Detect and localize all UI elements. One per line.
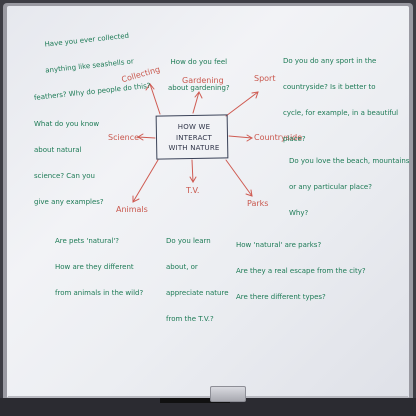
question-collecting-line-2: anything like seashells or bbox=[44, 57, 135, 75]
topic-animals: Animals bbox=[116, 205, 148, 214]
whiteboard-eraser bbox=[210, 386, 246, 402]
question-science-line-3: science? Can you bbox=[34, 172, 95, 180]
topic-gardening: Gardening bbox=[182, 76, 224, 85]
question-science-line-4: give any examples? bbox=[34, 198, 104, 207]
question-countryside-line-2: or any particular place? bbox=[289, 182, 372, 191]
question-parks-line-3: Are there different types? bbox=[236, 293, 326, 301]
questions-tv: Do you learn about, or appreciate nature… bbox=[166, 219, 229, 342]
central-topic: HOW WE INTERACT WITH NATURE bbox=[160, 122, 228, 154]
question-tv-line-3: appreciate nature bbox=[166, 289, 229, 297]
question-sport-line-4: place? bbox=[283, 135, 306, 144]
question-collecting-line-1: Have you ever collected bbox=[44, 31, 130, 49]
central-topic-line-1: HOW WE INTERACT bbox=[175, 123, 212, 142]
questions-parks: How 'natural' are parks? Are they a real… bbox=[236, 223, 366, 319]
marker-on-tray bbox=[160, 398, 230, 403]
questions-countryside: Do you love the beach, mountains or any … bbox=[289, 139, 409, 235]
question-countryside-line-1: Do you love the beach, mountains bbox=[289, 156, 410, 165]
questions-science: What do you know about natural science? … bbox=[34, 102, 104, 225]
question-science-line-2: about natural bbox=[34, 145, 82, 154]
question-gardening-line-2: about gardening? bbox=[168, 83, 230, 92]
topic-tv: T.V. bbox=[186, 186, 200, 195]
question-tv-line-1: Do you learn bbox=[166, 236, 211, 245]
question-collecting-line-3: feathers? Why do people do this? bbox=[33, 81, 151, 102]
question-countryside-line-3: Why? bbox=[289, 209, 309, 217]
questions-sport: Do you do any sport in the countryside? … bbox=[283, 39, 398, 162]
whiteboard-tray bbox=[0, 398, 416, 416]
question-sport-line-1: Do you do any sport in the bbox=[283, 56, 377, 65]
questions-animals: Are pets 'natural'? How are they differe… bbox=[55, 219, 143, 315]
topic-science: Science bbox=[108, 133, 140, 142]
question-science-line-1: What do you know bbox=[34, 119, 100, 128]
questions-gardening: How do you feel about gardening? bbox=[168, 40, 230, 110]
question-sport-line-3: cycle, for example, in a beautiful bbox=[283, 109, 399, 117]
question-tv-line-4: from the T.V.? bbox=[166, 315, 214, 324]
question-sport-line-2: countryside? Is it better to bbox=[283, 82, 376, 91]
whiteboard-surface bbox=[7, 6, 409, 398]
topic-sport: Sport bbox=[254, 74, 276, 83]
question-animals-line-3: from animals in the wild? bbox=[55, 289, 144, 297]
question-animals-line-1: Are pets 'natural'? bbox=[55, 236, 119, 245]
central-topic-line-2: WITH NATURE bbox=[168, 144, 220, 152]
question-parks-line-1: How 'natural' are parks? bbox=[236, 240, 322, 249]
topic-parks: Parks bbox=[247, 199, 269, 208]
question-gardening-line-1: How do you feel bbox=[170, 57, 228, 66]
topic-countryside: Countryside bbox=[254, 133, 303, 142]
question-animals-line-2: How are they different bbox=[55, 262, 134, 271]
question-parks-line-2: Are they a real escape from the city? bbox=[236, 266, 366, 275]
question-tv-line-2: about, or bbox=[166, 262, 198, 271]
